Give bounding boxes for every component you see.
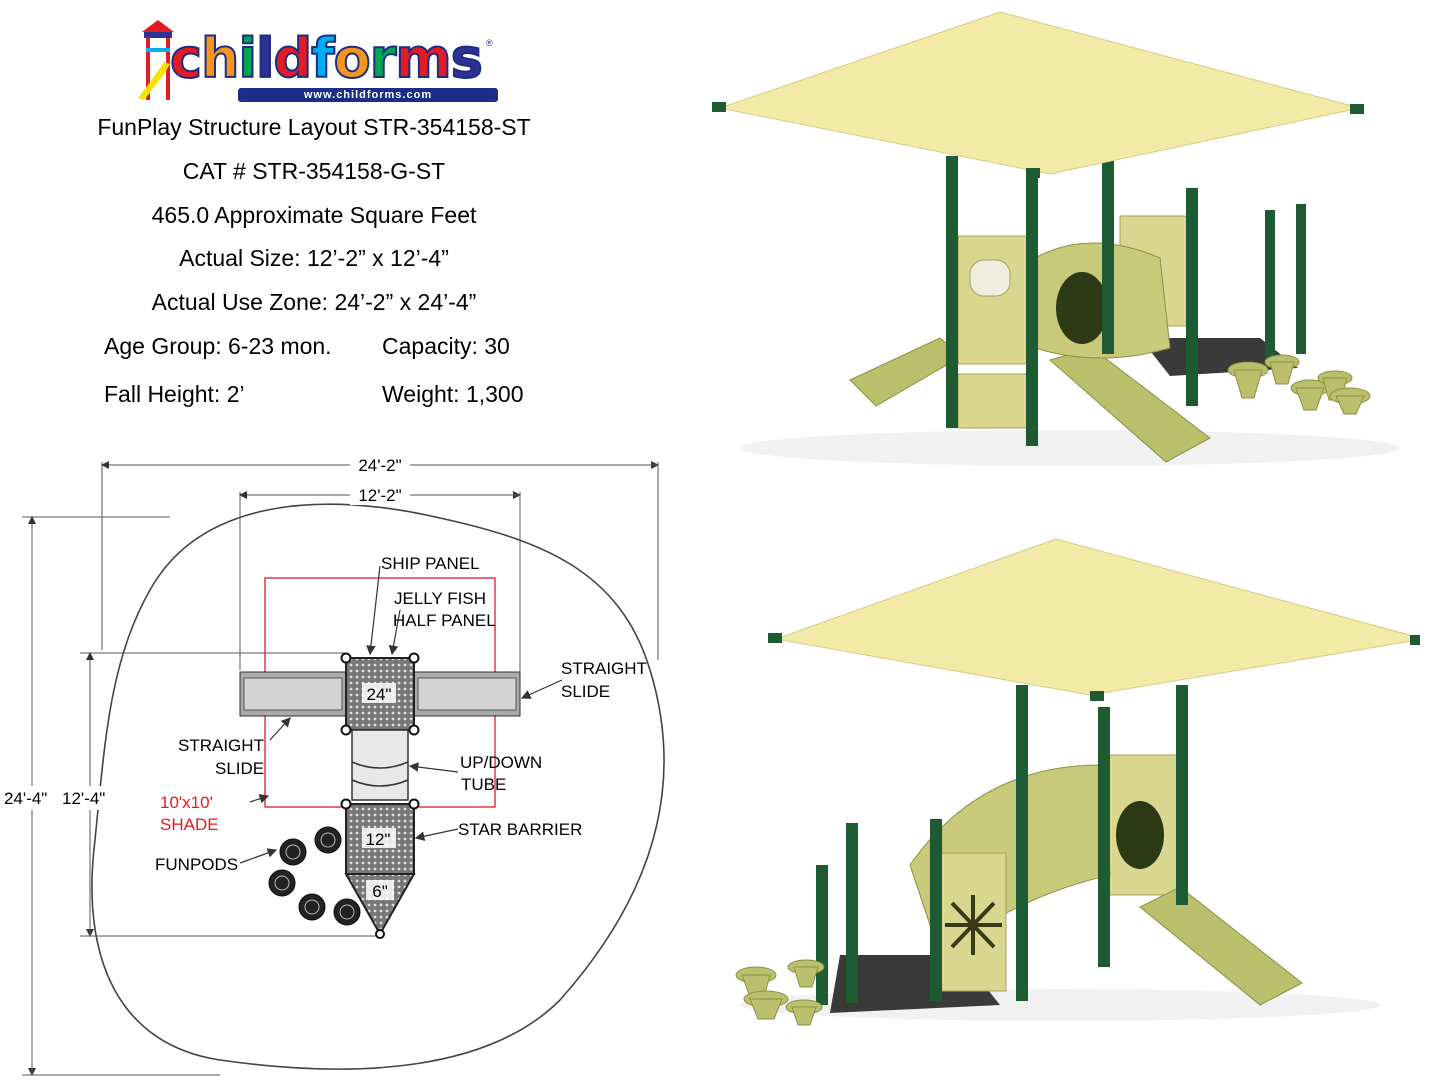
- registered-mark: ®: [486, 38, 493, 48]
- brand-letter: r: [369, 27, 398, 90]
- brand-letter: f: [310, 27, 335, 90]
- structure-title: FunPlay Structure Layout STR-354158-ST: [97, 114, 531, 140]
- up-down-tube: [351, 729, 409, 801]
- dim-label-overall-width: 24'-2": [358, 456, 401, 475]
- childforms-logo: childforms www.childforms.com ®: [118, 18, 498, 102]
- brand-letter: l: [255, 27, 275, 90]
- label-star-barrier: STAR BARRIER: [458, 820, 582, 839]
- label-straight-slide-right-2: SLIDE: [561, 682, 610, 701]
- deck-height-6: 6": [372, 882, 388, 901]
- label-up-down-tube-1: UP/DOWN: [460, 753, 542, 772]
- label-shade-2: SHADE: [160, 815, 219, 834]
- dimension-structure-width: [239, 491, 521, 680]
- label-jelly-fish-2: HALF PANEL: [393, 611, 496, 630]
- age-group: Age Group: 6-23 mon.: [104, 333, 332, 359]
- brand-letter: c: [169, 27, 203, 90]
- website-url: www.childforms.com: [238, 88, 498, 102]
- straight-slide-right: [413, 671, 521, 717]
- label-jelly-fish-1: JELLY FISH: [394, 589, 486, 608]
- dim-label-structure-width: 12'-2": [358, 486, 401, 505]
- label-straight-slide-left-1: STRAIGHT: [178, 736, 264, 755]
- label-funpods: FUNPODS: [155, 855, 238, 874]
- weight: Weight: 1,300: [382, 381, 524, 407]
- label-shade-1: 10'x10': [160, 793, 213, 812]
- dim-label-overall-depth: 24'-4": [4, 789, 47, 808]
- brand-letter: m: [394, 27, 452, 90]
- funpods: [268, 826, 361, 926]
- deck-height-12: 12": [366, 830, 391, 849]
- brand-letter: h: [200, 27, 240, 90]
- label-ship-panel: SHIP PANEL: [381, 554, 480, 573]
- brand-letter: o: [333, 27, 372, 90]
- actual-size: Actual Size: 12’-2” x 12’-4”: [179, 245, 449, 271]
- use-zone-outline: [91, 503, 665, 1070]
- brand-letter: i: [237, 27, 257, 90]
- deck-6-inch: [344, 873, 416, 939]
- playground-tower-icon: [138, 20, 174, 100]
- render-view-front: [712, 11, 1400, 466]
- label-straight-slide-left-2: SLIDE: [215, 759, 264, 778]
- brand-letter: s: [450, 27, 484, 90]
- brand-wordmark: childforms: [169, 27, 484, 90]
- straight-slide-left: [239, 671, 347, 717]
- brand-letter: d: [273, 27, 314, 90]
- render-view-back: [735, 538, 1420, 1026]
- capacity: Capacity: 30: [382, 333, 510, 359]
- dim-label-structure-depth: 12'-4": [62, 789, 105, 808]
- fall-height: Fall Height: 2’: [104, 381, 245, 407]
- deck-height-24: 24": [367, 685, 392, 704]
- square-footage: 465.0 Approximate Square Feet: [151, 202, 477, 228]
- layout-plan-drawing: 24'-2" 12'-2" 24'-4" 12'-4": [0, 455, 665, 1076]
- label-up-down-tube-2: TUBE: [461, 775, 506, 794]
- label-straight-slide-right-1: STRAIGHT: [561, 659, 647, 678]
- use-zone: Actual Use Zone: 24’-2” x 24’-4”: [151, 289, 477, 315]
- catalog-number: CAT # STR-354158-G-ST: [182, 158, 446, 184]
